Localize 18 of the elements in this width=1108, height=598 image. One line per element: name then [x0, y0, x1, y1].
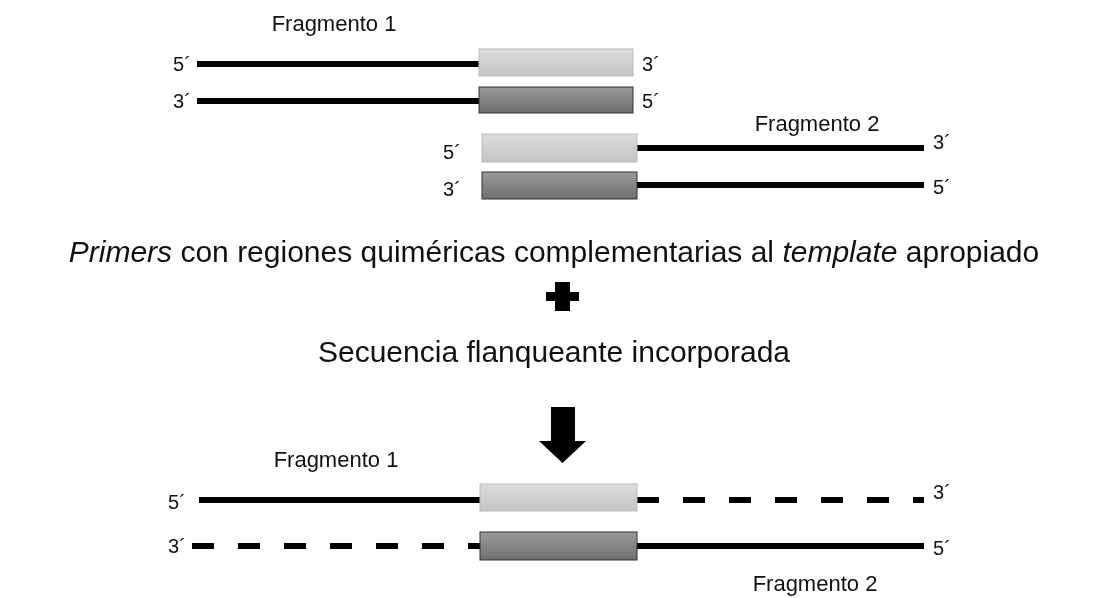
end-label: 3´ [173, 91, 191, 111]
end-label: 5´ [443, 142, 461, 162]
end-label: 3´ [933, 132, 951, 152]
end-label: 3´ [443, 179, 461, 199]
end-label: 3´ [933, 482, 951, 502]
caption-text: Secuencia flanqueante incorporada [318, 337, 790, 367]
fragment-label: Fragmento 1 [271, 13, 397, 35]
end-label: 3´ [168, 536, 186, 556]
end-label: 5´ [168, 492, 186, 512]
end-label: 3´ [642, 54, 660, 74]
end-label: 5´ [933, 538, 951, 558]
end-label: 5´ [933, 177, 951, 197]
end-label: 5´ [642, 91, 660, 111]
end-label: 5´ [173, 54, 191, 74]
caption-text: Primers con regiones quiméricas complementarias al template apropiado [68, 237, 1040, 267]
fragment-label: Fragmento 1 [273, 449, 399, 471]
fragment-label: Fragmento 2 [752, 573, 878, 595]
fragment-label: Fragmento 2 [754, 113, 880, 135]
